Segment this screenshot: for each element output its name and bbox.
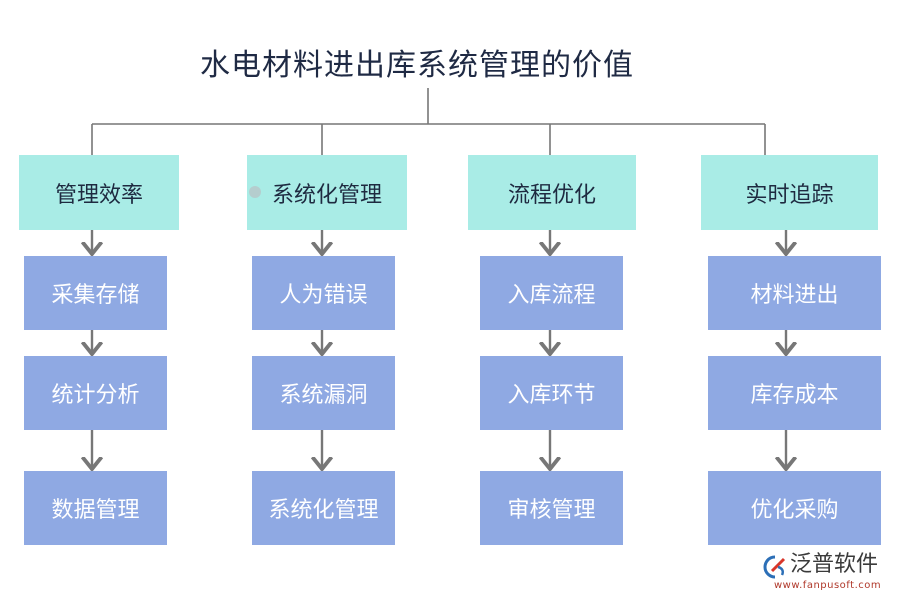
item-box-systematic-management: 系统化管理 bbox=[252, 471, 395, 545]
brand-logo: 泛普软件 www.fanpusoft.com bbox=[762, 550, 892, 594]
diagram-title: 水电材料进出库系统管理的价值 bbox=[200, 48, 634, 83]
item-box-collect-store: 采集存储 bbox=[24, 256, 167, 330]
item-box-human-error: 人为错误 bbox=[252, 256, 395, 330]
brand-logo-icon bbox=[763, 555, 786, 579]
watermark-dot bbox=[249, 186, 261, 198]
brand-logo-url: www.fanpusoft.com bbox=[774, 580, 882, 591]
item-box-review-management: 审核管理 bbox=[480, 471, 623, 545]
item-box-statistics: 统计分析 bbox=[24, 356, 167, 430]
brand-logo-name: 泛普软件 bbox=[790, 552, 879, 577]
item-box-inbound-process: 入库流程 bbox=[480, 256, 623, 330]
item-box-data-management: 数据管理 bbox=[24, 471, 167, 545]
header-box-tracking: 实时追踪 bbox=[701, 155, 878, 230]
item-box-optimize-purchase: 优化采购 bbox=[708, 471, 881, 545]
header-box-process: 流程优化 bbox=[468, 155, 636, 230]
item-box-inventory-cost: 库存成本 bbox=[708, 356, 881, 430]
item-box-inbound-stage: 入库环节 bbox=[480, 356, 623, 430]
header-box-efficiency: 管理效率 bbox=[19, 155, 179, 230]
item-box-system-loophole: 系统漏洞 bbox=[252, 356, 395, 430]
item-box-material-in-out: 材料进出 bbox=[708, 256, 881, 330]
header-box-systematic: 系统化管理 bbox=[247, 155, 407, 230]
